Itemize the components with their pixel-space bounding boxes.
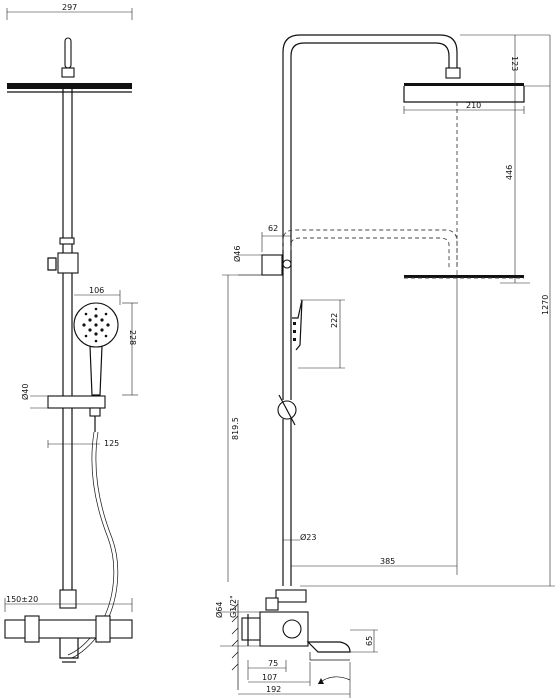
spray-nozzles xyxy=(82,307,110,343)
label-g12: G1/2" xyxy=(229,595,238,618)
dimension-107: 107 xyxy=(248,662,311,686)
dimension-rail-dia: Ø23 xyxy=(283,532,316,542)
arm-lowered-outline xyxy=(282,229,458,268)
label-222: 222 xyxy=(330,313,339,328)
dimension-holder-depth: 125 xyxy=(47,439,119,448)
dimension-handshower-length: 222 xyxy=(298,299,345,369)
label-d46: Ø46 xyxy=(232,246,242,262)
label-297: 297 xyxy=(62,3,77,12)
dimension-handshower-height: 228 xyxy=(122,302,138,396)
dimension-192: 192 xyxy=(238,662,351,698)
dimension-446: 446 xyxy=(500,86,530,284)
label-125: 125 xyxy=(104,439,119,448)
label-d40: Ø40 xyxy=(20,384,30,400)
label-210: 210 xyxy=(466,101,481,110)
label-1270: 1270 xyxy=(541,295,550,315)
dimension-bracket-dia: Ø46 xyxy=(232,246,262,276)
label-228: 228 xyxy=(128,330,137,345)
label-192: 192 xyxy=(266,685,281,694)
spout-side xyxy=(306,641,351,653)
dimension-inlet-spacing: 150±20 xyxy=(4,595,133,612)
holder-clip xyxy=(89,407,101,417)
dimension-spout-height: 65 xyxy=(350,629,378,653)
label-d23: Ø23 xyxy=(300,532,316,542)
label-107: 107 xyxy=(262,673,277,682)
label-150: 150±20 xyxy=(6,595,38,604)
label-75: 75 xyxy=(268,659,278,668)
dimension-819: 819.5 xyxy=(222,274,262,582)
dimension-thread: G1/2" xyxy=(229,595,238,618)
rain-head-body xyxy=(403,86,525,103)
bracket-screw xyxy=(282,259,292,269)
label-385: 385 xyxy=(380,557,395,566)
wall-mount xyxy=(241,617,261,641)
spout xyxy=(59,638,79,659)
side-view: 123 210 446 1270 62 Ø46 xyxy=(214,34,555,698)
label-446: 446 xyxy=(505,165,514,180)
dimension-head-height: 123 xyxy=(460,34,550,87)
dimension-75: 75 xyxy=(247,659,287,680)
dimension-body-dia: Ø64 xyxy=(214,602,260,647)
dimension-reach: 385 xyxy=(291,270,458,575)
head-nut xyxy=(61,67,75,78)
head-connector xyxy=(64,37,72,69)
dimension-head-width: 297 xyxy=(6,3,133,20)
label-65: 65 xyxy=(365,636,374,646)
hose xyxy=(67,431,115,656)
label-106: 106 xyxy=(89,286,104,295)
hand-shower xyxy=(73,302,119,396)
dimension-head-width-side: 210 xyxy=(403,101,525,114)
bracket-knob xyxy=(47,257,57,271)
dimension-handshower-width: 106 xyxy=(74,286,121,305)
riser-arm-outer xyxy=(282,34,458,400)
lower-connector xyxy=(59,589,77,609)
diverter-side xyxy=(275,589,307,603)
label-819: 819.5 xyxy=(231,417,240,440)
riser-arm-inner xyxy=(290,42,450,400)
mixer-body xyxy=(4,619,133,639)
dimension-holder-dia: Ø40 xyxy=(20,384,48,409)
rail-joint xyxy=(59,237,75,245)
handshower-holder xyxy=(47,395,106,409)
rain-head-side xyxy=(404,83,524,86)
label-62: 62 xyxy=(268,224,278,233)
rain-head-lowered xyxy=(404,275,524,278)
slide-bracket-side xyxy=(261,254,283,276)
mixer-handle-left xyxy=(24,615,40,643)
hand-shower-side-nozzles xyxy=(293,322,296,341)
head-nut-side xyxy=(445,67,461,79)
wall-hatching xyxy=(231,600,239,690)
mixer-handle-right xyxy=(95,615,111,643)
hand-shower-handle xyxy=(89,345,103,396)
front-view: 297 106 xyxy=(4,3,138,663)
label-d64: Ø64 xyxy=(214,602,224,618)
upper-bracket xyxy=(57,252,79,274)
mixer-knob-side xyxy=(282,619,302,639)
rain-shower-head xyxy=(7,83,132,89)
label-123: 123 xyxy=(510,56,519,71)
dimension-arm-offset: 62 xyxy=(261,224,291,252)
dimension-total-height: 1270 xyxy=(300,35,555,587)
